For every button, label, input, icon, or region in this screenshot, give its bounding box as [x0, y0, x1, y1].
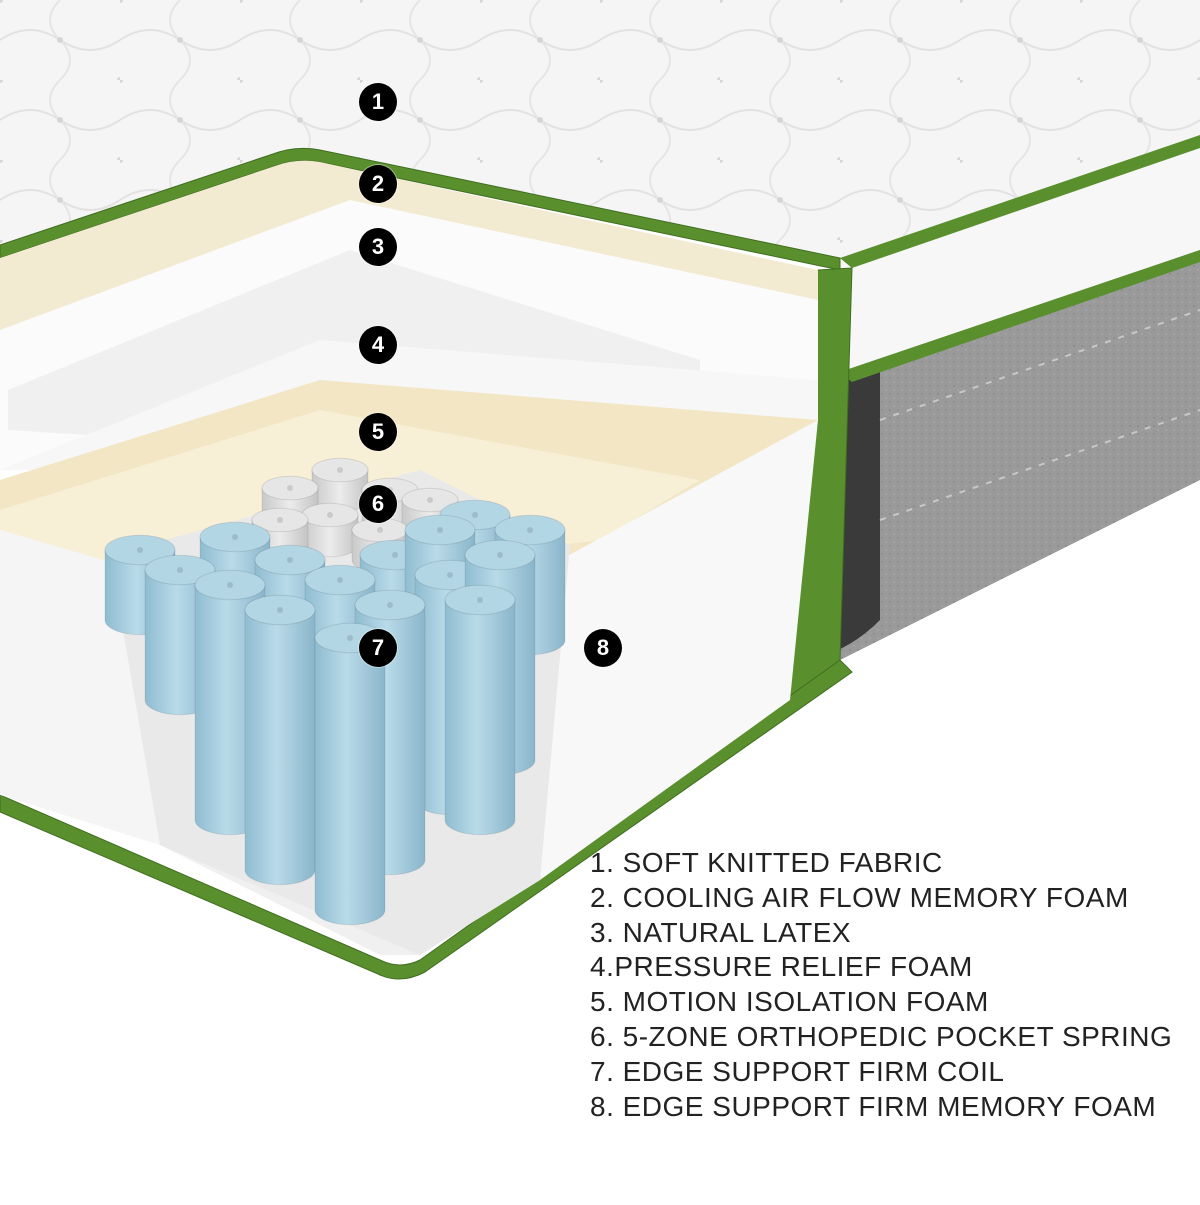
legend-item-3: 3. NATURAL LATEX	[590, 916, 852, 948]
marker-7: 7	[359, 629, 397, 667]
edge-support-coil-16	[314, 622, 386, 926]
marker-4: 4	[359, 326, 397, 364]
side-foam-band	[840, 135, 1200, 372]
layer-legend: 1. SOFT KNITTED FABRIC 2. COOLING AIR FL…	[590, 846, 1172, 1124]
edge-support-coil-15	[444, 584, 516, 836]
legend-item-1: 1. SOFT KNITTED FABRIC	[590, 847, 943, 878]
legend-item-6: 6. 5-ZONE ORTHOPEDIC POCKET SPRING	[590, 1020, 1173, 1052]
green-trim-bottom	[0, 659, 853, 980]
marker-1: 1	[359, 83, 397, 121]
marker-5: 5	[359, 413, 397, 451]
edge-support-coil-13	[244, 594, 316, 886]
pocket-spring-grey-1	[311, 457, 369, 513]
marker-6: 6	[359, 485, 397, 523]
pocket-springs-group	[104, 457, 566, 926]
pocket-spring-grey-4	[301, 502, 359, 558]
legend-item-4: 4.PRESSURE RELIEF FOAM	[590, 951, 973, 983]
side-stitch-line	[879, 309, 1200, 521]
legend-item-7: 7. EDGE SUPPORT FIRM COIL	[590, 1055, 1005, 1087]
quilted-top-surface	[0, 0, 1200, 258]
legend-item-5: 5. MOTION ISOLATION FOAM	[590, 986, 989, 1018]
green-trim-right-top	[840, 135, 1200, 268]
marker-8: 8	[584, 629, 622, 667]
marker-3: 3	[359, 228, 397, 266]
handle-strap	[838, 364, 880, 650]
layer-edge-foam-right	[540, 420, 818, 880]
legend-item-2: 2. COOLING AIR FLOW MEMORY FOAM	[590, 881, 1129, 913]
marker-2: 2	[359, 165, 397, 203]
green-trim-right-mid	[840, 250, 1200, 382]
legend-item-8: 8. EDGE SUPPORT FIRM MEMORY FOAM	[590, 1090, 1157, 1122]
